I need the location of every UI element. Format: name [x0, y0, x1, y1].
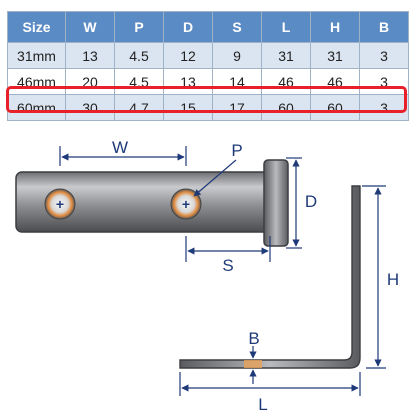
- table-header-row: Size W P D S L H B: [7, 11, 409, 43]
- cell-s: 14: [212, 68, 262, 95]
- table-row: 46mm 20 4.5 13 14 46 46 3: [7, 68, 409, 95]
- cell-p: 4.7: [114, 94, 164, 121]
- dimension-w: [59, 146, 187, 166]
- label-d: D: [305, 192, 317, 211]
- cell-b: 3: [359, 42, 409, 69]
- cell-s: 9: [212, 42, 262, 69]
- table-row: 31mm 13 4.5 12 9 31 31 3: [7, 42, 409, 69]
- header-w: W: [65, 11, 115, 43]
- header-size: Size: [7, 11, 66, 43]
- cell-b: 3: [359, 68, 409, 95]
- header-p: P: [114, 11, 164, 43]
- header-h: H: [310, 11, 360, 43]
- cell-p: 4.5: [114, 68, 164, 95]
- cell-d: 15: [163, 94, 213, 121]
- cell-l: 60: [261, 94, 311, 121]
- header-l: L: [261, 11, 311, 43]
- label-h: H: [387, 270, 399, 289]
- dimension-d: [286, 157, 302, 249]
- cell-size: 31mm: [7, 42, 66, 69]
- cell-w: 30: [65, 94, 115, 121]
- cell-p: 4.5: [114, 42, 164, 69]
- selected-row-highlight: [6, 86, 407, 113]
- table-row-highlighted: 60mm 30 4.7 15 17 60 60 3: [7, 94, 409, 121]
- size-spec-table: Size W P D S L H B 31mm 13 4.5 12 9 31 3…: [7, 11, 409, 121]
- svg-text:+: +: [182, 196, 190, 212]
- label-s: S: [222, 256, 233, 275]
- cell-h: 60: [310, 94, 360, 121]
- header-s: S: [212, 11, 262, 43]
- dimension-h: [362, 185, 386, 369]
- label-w: W: [112, 138, 128, 157]
- cell-d: 12: [163, 42, 213, 69]
- cell-b: 3: [359, 94, 409, 121]
- dimension-l: [179, 372, 361, 396]
- cell-size: 46mm: [7, 68, 66, 95]
- svg-text:+: +: [56, 196, 64, 212]
- cell-l: 31: [261, 42, 311, 69]
- header-b: B: [359, 11, 409, 43]
- cell-d: 13: [163, 68, 213, 95]
- header-d: D: [163, 11, 213, 43]
- bracket-top-view: + +: [15, 159, 289, 247]
- label-p: P: [231, 141, 242, 160]
- bracket-dimension-drawing: + + W P D S H B: [15, 138, 399, 414]
- cell-w: 13: [65, 42, 115, 69]
- cell-w: 20: [65, 68, 115, 95]
- bracket-side-view: [179, 185, 361, 369]
- cell-s: 17: [212, 94, 262, 121]
- cell-size: 60mm: [7, 94, 66, 121]
- dimension-s: [185, 236, 271, 262]
- cell-h: 46: [310, 68, 360, 95]
- label-b: B: [248, 329, 259, 348]
- dimension-p: [193, 159, 237, 197]
- cell-h: 31: [310, 42, 360, 69]
- label-l: L: [258, 395, 267, 414]
